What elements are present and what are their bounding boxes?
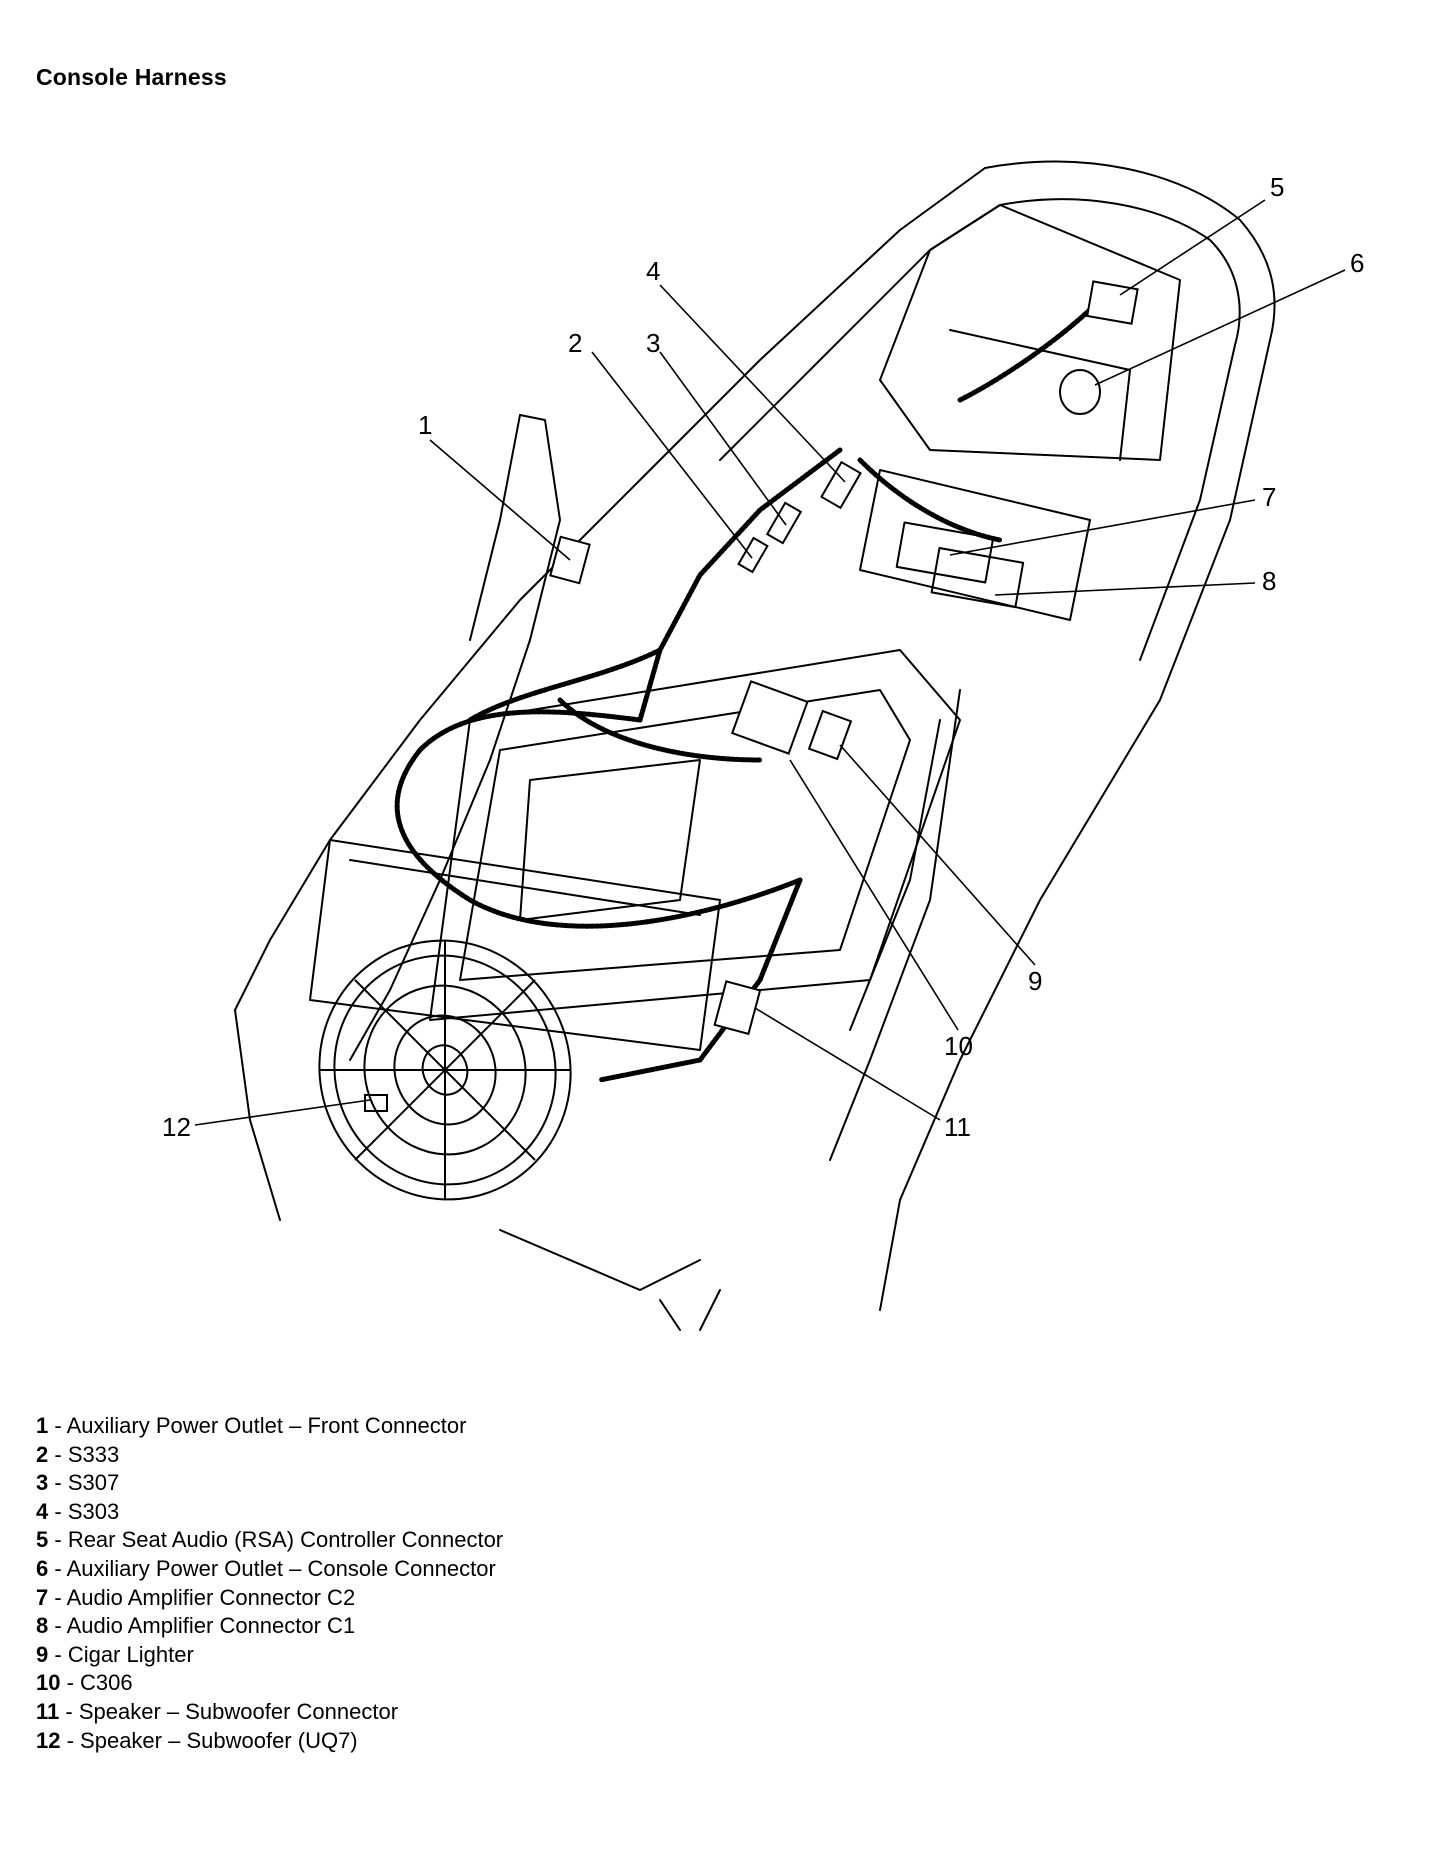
callout-3: 3 <box>646 328 660 358</box>
legend-item: 5 - Rear Seat Audio (RSA) Controller Con… <box>36 1527 504 1553</box>
legend-item: 6 - Auxiliary Power Outlet – Console Con… <box>36 1555 496 1581</box>
callout-6: 6 <box>1350 248 1364 278</box>
callout-5: 5 <box>1270 172 1284 202</box>
callout-8: 8 <box>1262 566 1276 596</box>
callout-1: 1 <box>418 410 432 440</box>
legend-item: 8 - Audio Amplifier Connector C1 <box>36 1613 356 1639</box>
callout-7: 7 <box>1262 482 1276 512</box>
page-title: Console Harness <box>36 64 227 90</box>
callout-legend: 1 - Auxiliary Power Outlet – Front Conne… <box>36 1412 503 1755</box>
callout-4: 4 <box>646 256 660 286</box>
legend-item: 12 - Speaker – Subwoofer (UQ7) <box>36 1727 358 1753</box>
legend-item: 2 - S333 <box>36 1441 120 1467</box>
legend-item: 7 - Audio Amplifier Connector C2 <box>36 1584 356 1610</box>
callout-11: 11 <box>944 1112 971 1142</box>
callout-12: 12 <box>162 1112 191 1142</box>
leader-lines <box>194 199 1346 1126</box>
legend-item: 11 - Speaker – Subwoofer Connector <box>36 1698 399 1724</box>
callout-10: 10 <box>944 1031 973 1061</box>
subwoofer-speaker <box>318 939 572 1201</box>
legend-item: 4 - S303 <box>36 1498 120 1524</box>
callout-9: 9 <box>1028 966 1042 996</box>
legend-item: 3 - S307 <box>36 1470 120 1496</box>
callout-numbers: 1 2 3 4 5 6 7 8 9 10 11 12 <box>162 172 1364 1142</box>
console-harness-diagram: 1 2 3 4 5 6 7 8 9 10 11 12 <box>162 160 1364 1331</box>
console-outline <box>234 160 1276 1331</box>
legend-item: 10 - C306 <box>36 1670 133 1696</box>
callout-2: 2 <box>568 328 582 358</box>
legend-item: 1 - Auxiliary Power Outlet – Front Conne… <box>36 1413 467 1438</box>
legend-item: 9 - Cigar Lighter <box>36 1641 194 1667</box>
